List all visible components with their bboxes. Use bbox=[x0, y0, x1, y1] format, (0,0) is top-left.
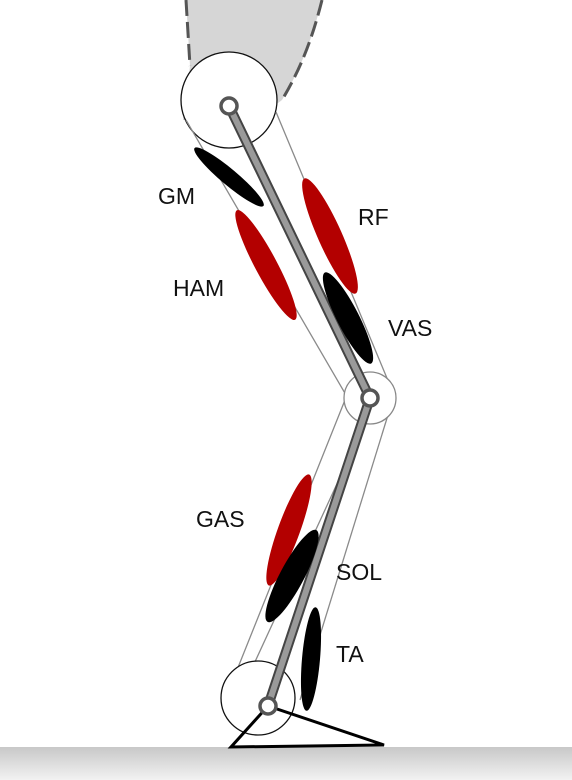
thigh-bone bbox=[224, 101, 375, 403]
label-ta: TA bbox=[336, 641, 364, 667]
label-gm: GM bbox=[158, 183, 195, 209]
muscle-ta bbox=[300, 607, 322, 711]
hip-joint bbox=[219, 96, 239, 116]
label-sol: SOL bbox=[336, 559, 382, 585]
label-gas: GAS bbox=[196, 506, 245, 532]
muscle-vas bbox=[322, 272, 374, 364]
trunk-outline-right bbox=[280, 0, 324, 101]
label-ham: HAM bbox=[173, 275, 224, 301]
muscle-gas bbox=[266, 474, 312, 586]
muscle-sol bbox=[265, 529, 319, 623]
shank-bone bbox=[263, 393, 375, 711]
muscle-gm bbox=[194, 147, 264, 207]
label-rf: RF bbox=[358, 204, 389, 230]
muscle-rf bbox=[302, 178, 358, 294]
foot bbox=[227, 704, 385, 749]
ground bbox=[0, 747, 572, 780]
muscle-ham bbox=[235, 210, 297, 320]
ankle-joint bbox=[258, 696, 278, 716]
knee-joint bbox=[360, 388, 380, 408]
label-vas: VAS bbox=[388, 315, 432, 341]
trunk-outline-left bbox=[184, 0, 192, 67]
